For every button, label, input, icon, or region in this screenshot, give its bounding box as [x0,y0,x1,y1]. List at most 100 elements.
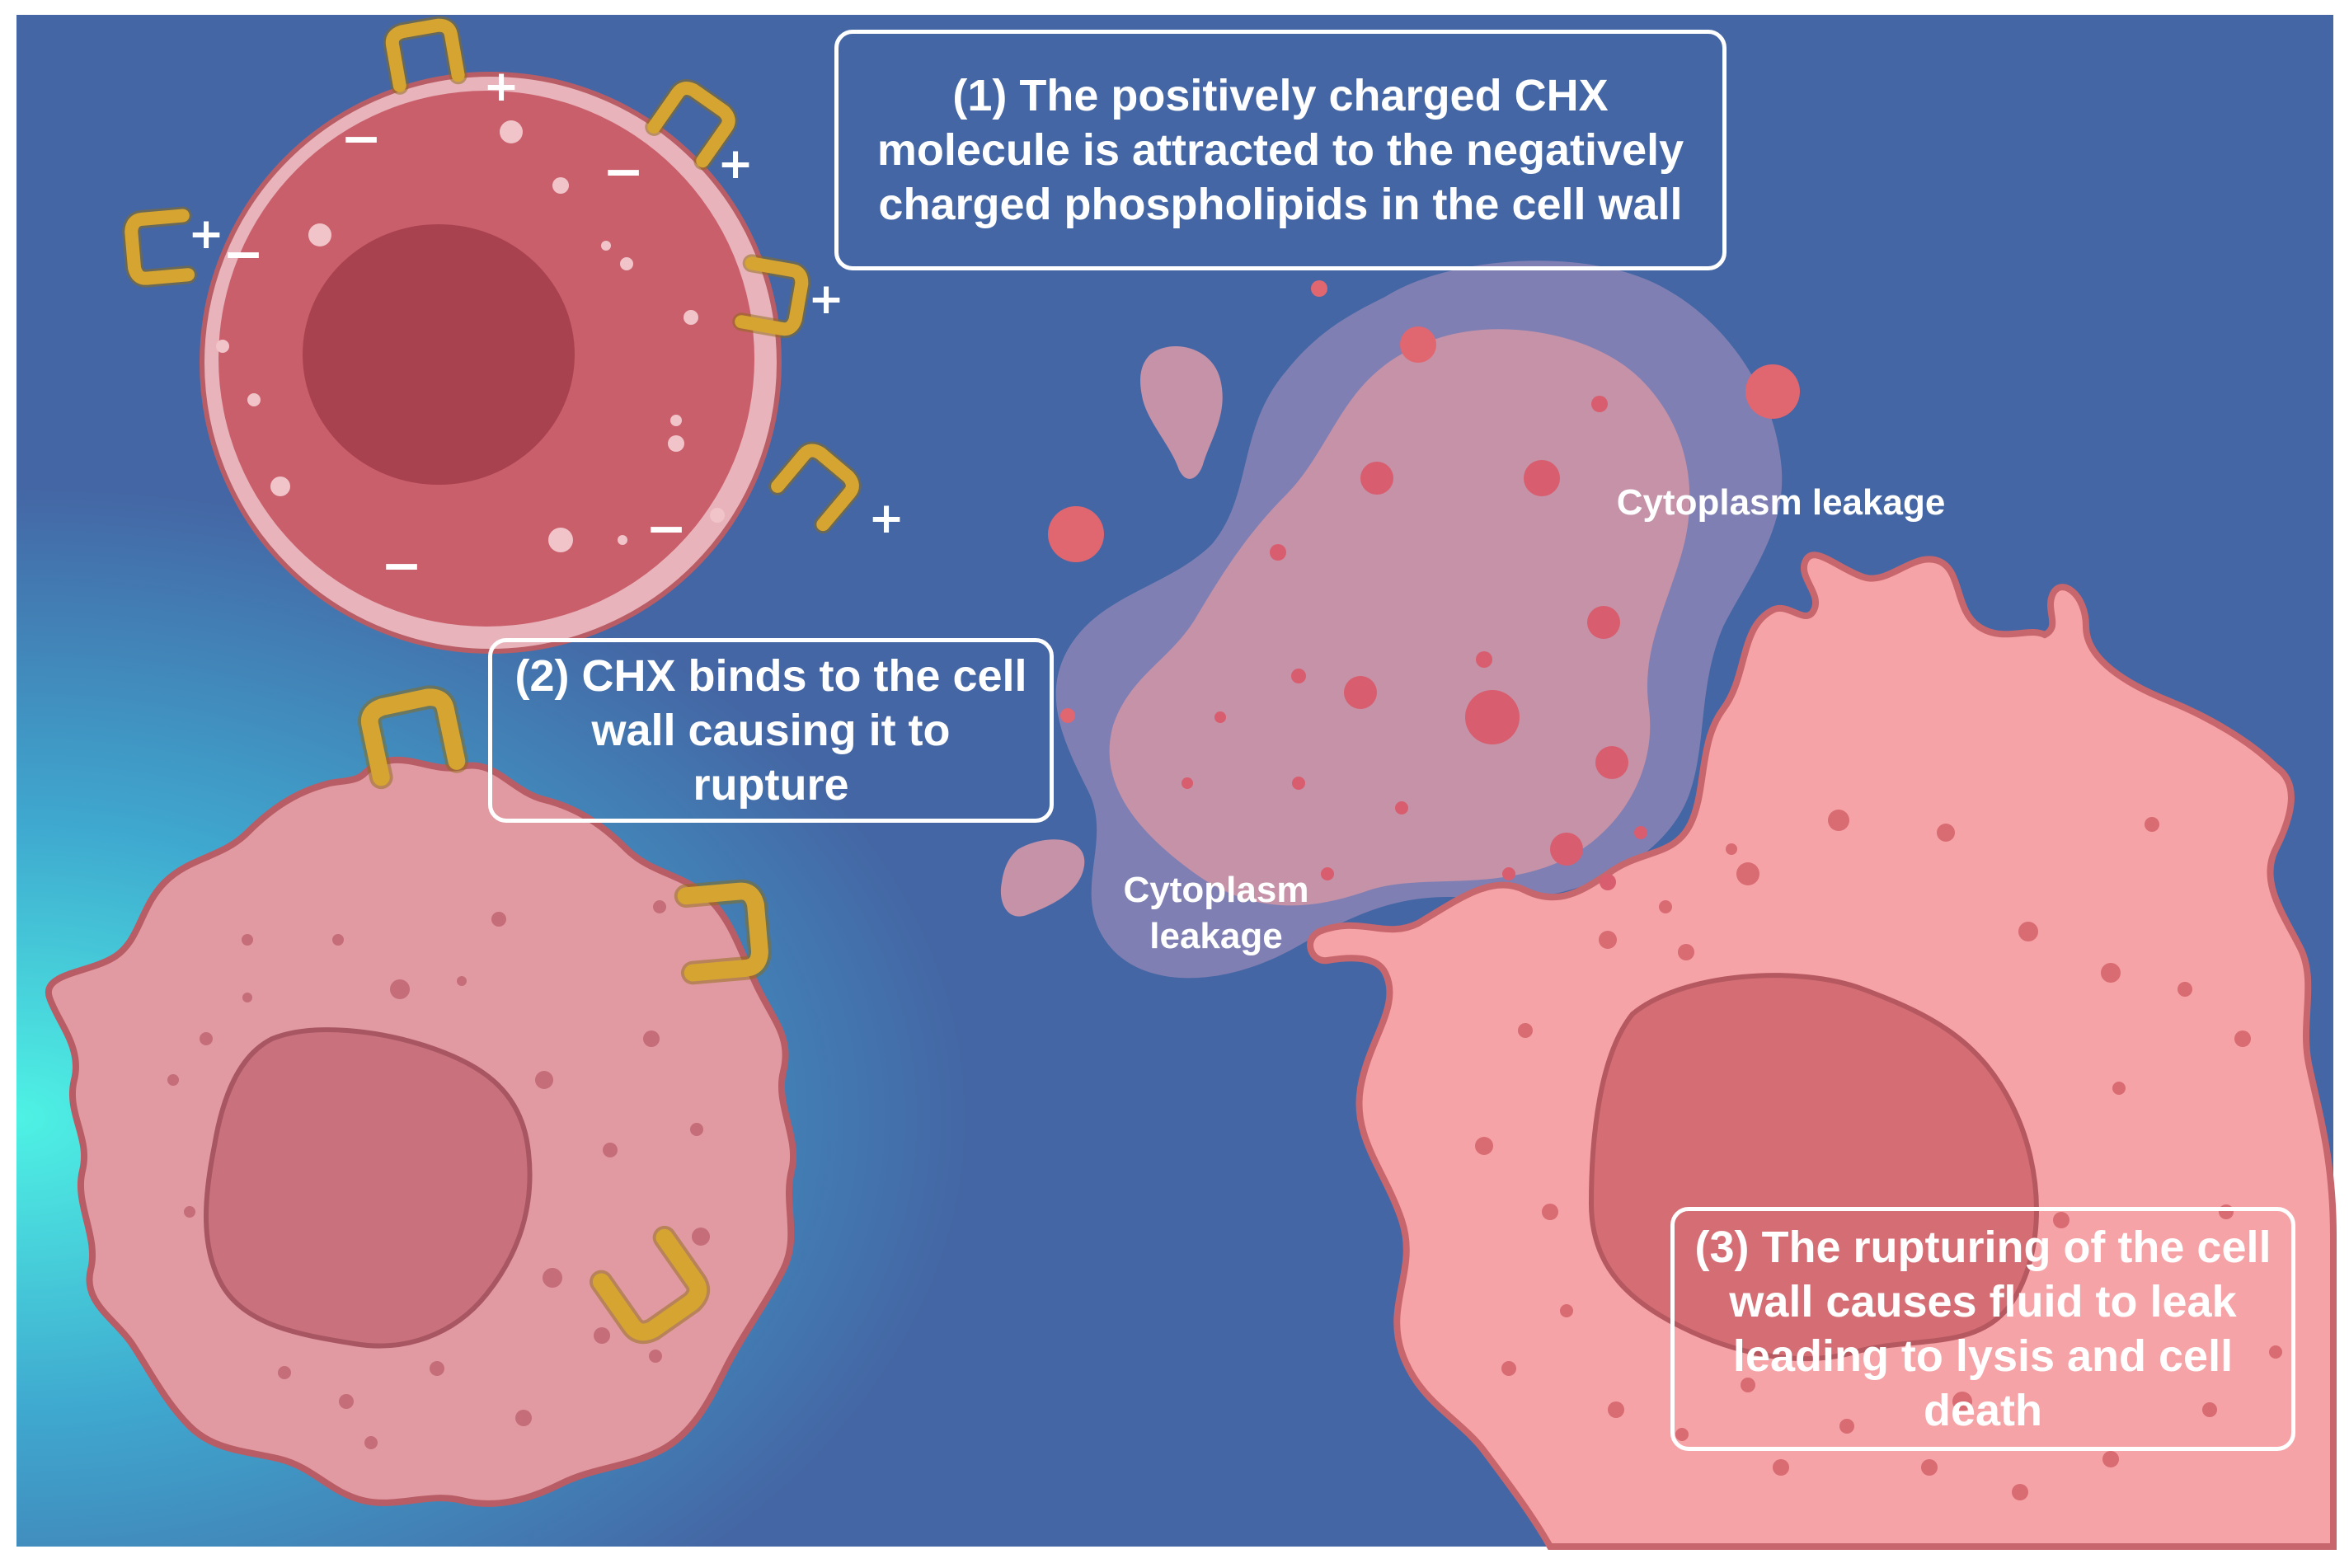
granule-0-10 [710,508,725,523]
granule-2-14 [1475,1137,1493,1155]
granule-3-3 [1465,690,1520,744]
granule-3-18 [1321,867,1334,880]
granule-0-0 [308,223,331,246]
granule-2-3 [2018,922,2038,941]
positive-charge-0: + [483,62,519,111]
caption-step-3-text: (3) The rupturing of the cell wall cause… [1694,1223,2271,1435]
granule-2-13 [1518,1023,1533,1038]
granule-1-0 [491,912,506,927]
granule-1-12 [332,934,344,946]
charge-symbols: +++++−−−−− [188,62,904,595]
granule-3-11 [1291,669,1306,683]
leak-droplet [1140,346,1223,479]
positive-charge-4: + [868,494,904,543]
granule-1-3 [643,1030,660,1047]
caption-step-1: (1) The positively charged CHX molecule … [834,30,1727,270]
granule-3-1 [1524,460,1560,496]
label-cytoplasm-leakage-upper: Cytoplasm leakage [1616,482,1946,523]
chx-molecules [122,16,862,1345]
chx-molecule-5 [358,685,469,790]
granule-3-12 [1214,711,1226,723]
caption-step-1-text: (1) The positively charged CHX molecule … [876,71,1684,229]
granule-3-13 [1182,777,1193,789]
granule-2-24 [1921,1459,1938,1476]
cytoplasm-granules [167,120,2282,1500]
granule-2-28 [2269,1345,2282,1359]
granule-0-8 [270,477,290,496]
lysed-cell-nucleus [1588,973,2039,1362]
granule-1-5 [603,1143,618,1157]
granule-0-11 [670,415,682,426]
caption-step-2-text: (2) CHX binds to the cell wall causing i… [514,651,1027,810]
granule-2-30 [1659,900,1672,913]
granule-2-11 [1678,944,1694,960]
granule-2-9 [2053,1212,2069,1228]
granule-2-22 [1839,1419,1854,1434]
granule-0-2 [552,177,569,194]
granule-3-8 [1550,833,1583,866]
granule-2-1 [1828,810,1849,831]
granule-1-4 [535,1071,553,1089]
granule-2-15 [1542,1204,1558,1220]
chx-molecule-1 [645,79,738,171]
granule-0-3 [620,257,633,270]
granule-2-23 [1952,1392,1972,1411]
chx-molecule-7 [589,1225,711,1345]
granule-0-12 [618,535,627,545]
granule-1-18 [594,1327,610,1344]
granule-1-20 [184,1206,195,1218]
granule-2-20 [1741,1378,1755,1392]
granule-2-2 [1937,824,1955,842]
granule-1-14 [278,1366,291,1379]
granule-1-22 [364,1436,378,1449]
negative-charge-0: − [341,110,382,168]
granule-1-8 [543,1268,562,1288]
granule-2-29 [1726,843,1737,855]
damaged-cell-nucleus [204,1027,533,1349]
granule-4-4 [1060,708,1075,723]
granule-4-2 [1745,364,1800,419]
negative-charge-2: − [223,226,264,284]
granule-3-6 [1476,651,1492,668]
granule-2-17 [1501,1361,1516,1376]
granule-2-8 [2112,1082,2126,1095]
granule-3-0 [1360,462,1393,495]
granule-1-1 [390,979,410,999]
positive-charge-1: + [717,139,754,189]
granule-2-5 [2145,817,2159,832]
granule-1-16 [430,1361,444,1376]
granule-2-7 [2178,982,2192,997]
granule-2-0 [1736,862,1759,885]
granule-1-10 [167,1074,179,1086]
granule-0-7 [216,340,229,353]
negative-charge-1: − [603,143,644,201]
granule-3-2 [1587,606,1620,639]
granule-0-5 [668,435,684,452]
granule-2-12 [1599,931,1617,949]
caption-step-2: (2) CHX binds to the cell wall causing i… [488,638,1054,823]
intact-cell-nucleus [303,224,575,485]
granule-4-3 [1311,280,1327,297]
granule-1-11 [242,934,253,946]
granule-1-6 [690,1123,703,1136]
positive-charge-3: + [808,275,844,324]
granule-2-16 [1560,1304,1573,1317]
granule-3-7 [1395,801,1408,815]
granule-1-15 [339,1394,354,1409]
granule-3-9 [1600,874,1616,890]
positive-charge-2: + [188,209,224,259]
granule-1-7 [692,1228,710,1246]
granule-1-13 [457,976,467,986]
lysed-cell [1307,552,2337,1550]
intact-cell [200,72,782,654]
granule-0-9 [548,528,573,552]
granule-0-1 [500,120,523,143]
granule-3-10 [1634,826,1647,839]
granule-4-1 [1400,326,1436,363]
granule-1-21 [242,993,252,1002]
granule-3-5 [1344,676,1377,709]
granule-2-27 [2202,1402,2217,1417]
granule-3-16 [1591,396,1608,412]
